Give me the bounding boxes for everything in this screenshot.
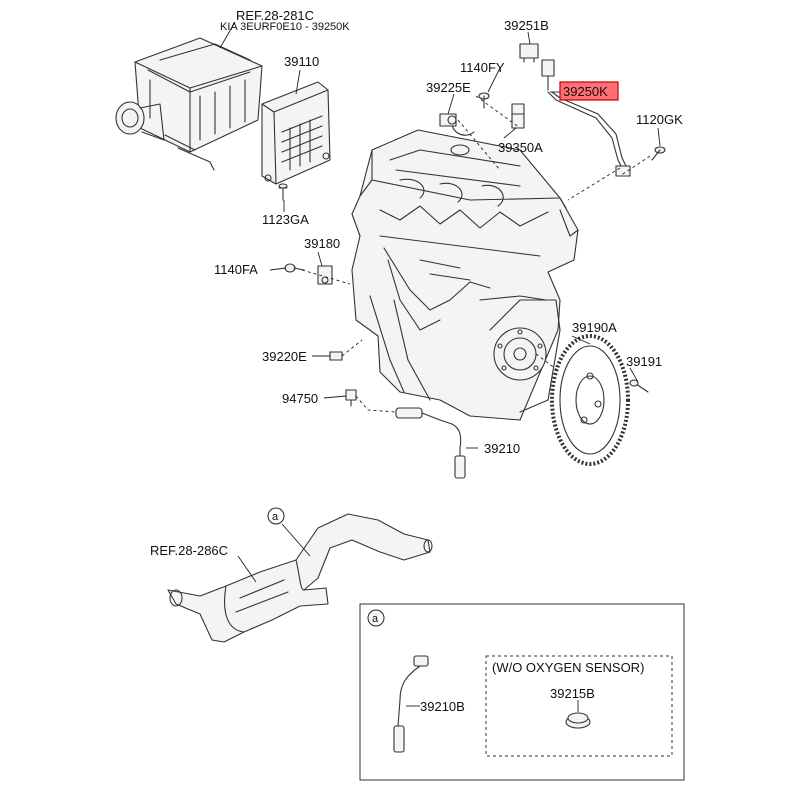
label-39190a: 39190A [572,320,617,335]
inset-circle-a [367,609,385,627]
sensor-94750 [345,389,357,407]
label-39250k: 39250K [563,84,608,99]
label-39220e: 39220E [262,349,307,364]
label-ref-bottom: REF.28-286C [150,543,228,558]
bolt-1123ga [278,183,288,201]
label-1140fy: 1140FY [460,60,505,75]
dashed-guides [301,95,651,413]
label-39180: 39180 [304,236,340,251]
label-39191: 39191 [626,354,662,369]
connector-39251b [541,59,555,91]
bolt-1140fy [478,92,490,109]
label-1140fa: 1140FA [214,262,258,277]
engine-block [351,119,579,421]
inset-box [359,603,685,781]
label-39110: 39110 [284,54,319,69]
label-ref-top: REF.28-281C [236,8,314,23]
bolt-1120gk [651,146,666,161]
label-39225e: 39225E [426,80,471,95]
sensor-39350a [511,103,525,129]
bolt-39191 [629,379,649,393]
highlight-box-39250k [559,81,619,101]
label-1120gk: 1120GK [636,112,683,127]
cable-39250k [547,91,631,177]
ecu-module [261,81,331,185]
label-39210b: 39210B [420,699,465,714]
callout-circle-a [267,507,285,525]
label-39350a: 39350A [498,140,543,155]
leader-lines [219,21,661,712]
label-wo-oxygen-sensor: (W/O OXYGEN SENSOR) [492,660,644,675]
label-ref-top-sub: KIA 3EURF0E10 - 39250K [220,21,350,33]
inset-letter-a: a [372,613,379,625]
label-39215b: 39215B [550,686,595,701]
sensor-39251b [519,43,539,63]
label-1123ga: 1123GA [262,212,309,227]
sensor-39225e [439,113,457,127]
callout-letter-a: a [272,511,279,523]
bolt-1140fa [284,263,305,273]
plug-39215b [565,712,591,729]
label-39210: 39210 [484,441,520,456]
exhaust-pipe [167,513,433,643]
oxygen-sensor-39210b [393,655,429,753]
sensor-39220e [329,351,343,361]
flywheel-ring-gear [550,334,630,466]
label-94750: 94750 [282,391,318,406]
air-cleaner-assembly [115,37,263,171]
wo-oxygen-box [485,655,673,757]
oxygen-sensor-39210 [395,407,466,479]
label-39251b: 39251B [504,18,549,33]
